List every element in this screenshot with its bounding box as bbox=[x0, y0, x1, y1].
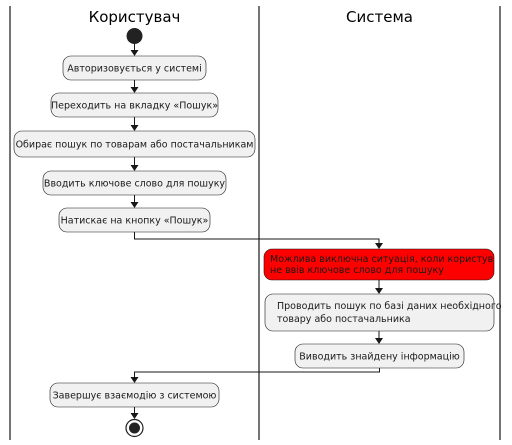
activity-database-search-label-line-2: товару або постачальника bbox=[277, 314, 411, 325]
flow-user-to-system bbox=[134, 232, 380, 245]
activity-finish-interaction-label: Завершує взаємодію з системою bbox=[53, 391, 217, 402]
activity-open-search-tab-label: Переходить на вкладку «Пошук» bbox=[51, 101, 218, 112]
flow-arrowhead bbox=[375, 288, 383, 294]
activity-database-search bbox=[264, 293, 495, 332]
flow-arrowhead bbox=[130, 125, 139, 131]
flow-arrowhead bbox=[375, 338, 383, 344]
exception-empty-keyword-label-line-2: не ввів ключове слово для пошуку bbox=[270, 265, 444, 276]
flow-arrowhead bbox=[375, 243, 383, 249]
activity-choose-search-type-label: Обирає пошук по товарам або постачальник… bbox=[16, 140, 254, 151]
flow-arrowhead bbox=[130, 413, 139, 419]
flow-arrowhead bbox=[130, 377, 139, 383]
flow-arrowhead bbox=[130, 87, 139, 93]
activity-press-search-label: Натискає на кнопку «Пошук» bbox=[61, 216, 209, 227]
activity-show-result-label: Виводить знайдену інформацію bbox=[299, 352, 459, 363]
start-node bbox=[126, 28, 143, 44]
activity-database-search-label-line-1: Проводить пошук по базі даних необхідног… bbox=[277, 301, 502, 312]
flow-system-to-user bbox=[134, 368, 380, 379]
flow-arrowhead bbox=[130, 202, 139, 208]
exception-empty-keyword-label-line-1: Можлива виключна ситуація, коли користув… bbox=[270, 254, 505, 265]
end-node-dot bbox=[129, 422, 140, 434]
activity-authorize-label: Авторизовується у системі bbox=[67, 64, 201, 75]
activity-enter-keyword-label: Вводить ключове слово для пошуку bbox=[44, 179, 226, 190]
flow-arrowhead bbox=[130, 165, 139, 171]
lane-title-system: Система bbox=[346, 8, 413, 26]
flow-arrowhead bbox=[130, 50, 139, 56]
lane-title-user: Користувач bbox=[89, 8, 181, 26]
